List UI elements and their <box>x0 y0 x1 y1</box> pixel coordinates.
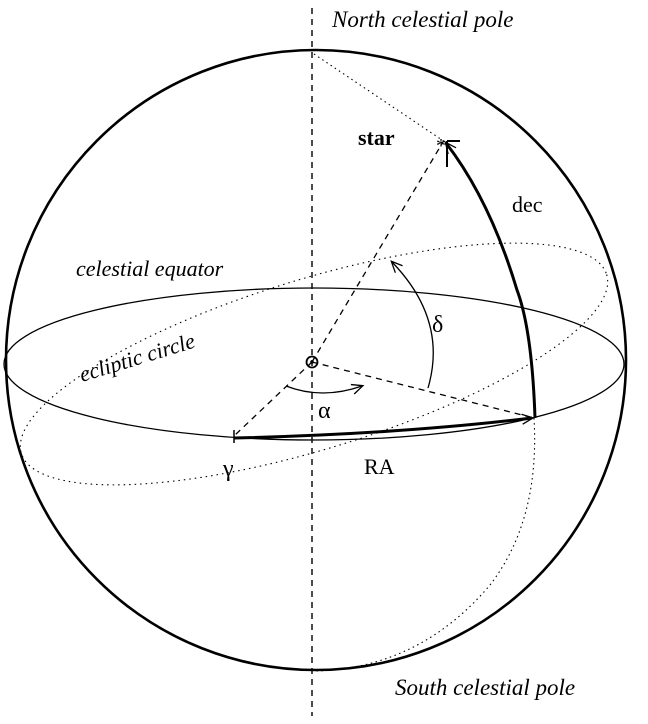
delta-label: δ <box>432 312 443 338</box>
observer-center-marker <box>305 355 319 369</box>
dec-arc <box>444 140 537 419</box>
dec-label: dec <box>512 192 543 217</box>
north-pole-label: North celestial pole <box>331 7 513 32</box>
observer-center-dot <box>310 360 314 364</box>
celestial-sphere-outline <box>4 48 628 672</box>
ra-arc <box>233 413 535 440</box>
delta-angle-arc <box>390 260 434 389</box>
celestial-equator-label: celestial equator <box>76 256 224 281</box>
center-to-star-line <box>311 141 444 363</box>
center-to-gamma-line <box>233 361 313 437</box>
celestial-equator-ellipse <box>3 287 625 441</box>
gamma-label: γ <box>222 456 234 482</box>
center-to-ra-point-line <box>311 361 535 419</box>
alpha-label: α <box>318 398 331 424</box>
star-marker: * <box>436 135 446 157</box>
ecliptic-circle-ellipse <box>19 242 609 486</box>
hour-circle-upper <box>313 53 446 143</box>
hour-circle-lower <box>315 417 536 672</box>
alpha-angle-arc <box>285 383 365 395</box>
ecliptic-circle-label: ecliptic circle <box>76 328 198 387</box>
ra-label: RA <box>364 454 395 479</box>
star-label: star <box>358 125 395 150</box>
south-pole-label: South celestial pole <box>395 675 575 700</box>
